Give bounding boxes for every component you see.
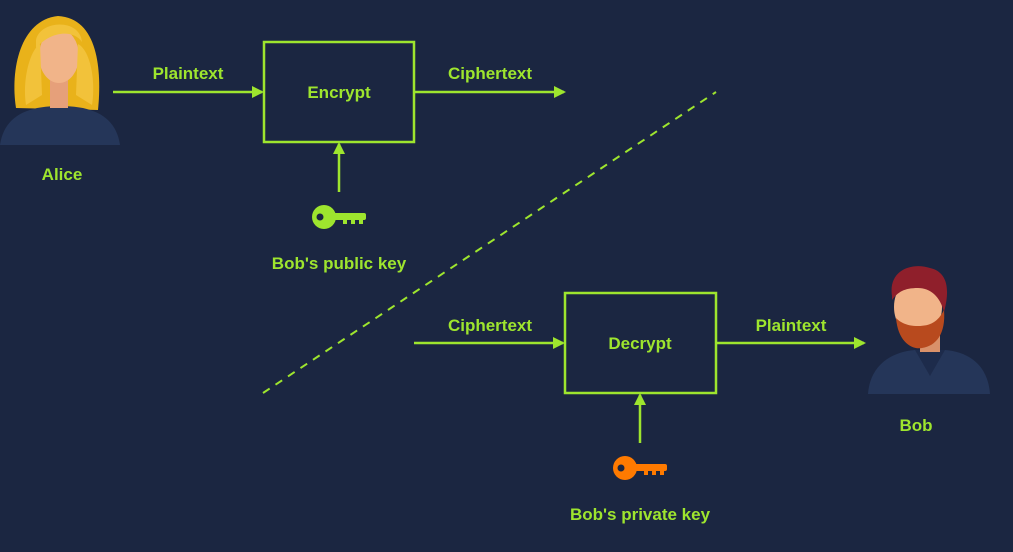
public-key-icon (312, 205, 366, 229)
channel-separator (262, 91, 717, 394)
public-key-label: Bob's public key (272, 254, 407, 273)
alice-avatar-icon (0, 16, 120, 145)
private-key-icon (613, 456, 667, 480)
private-key-label: Bob's private key (570, 505, 711, 524)
encrypt-box-label: Encrypt (307, 83, 371, 102)
encrypt-input-label: Plaintext (153, 64, 224, 83)
decrypt-box-label: Decrypt (608, 334, 672, 353)
decrypt-input-label: Ciphertext (448, 316, 532, 335)
encrypt-output-label: Ciphertext (448, 64, 532, 83)
bob-name: Bob (899, 416, 932, 435)
alice-name: Alice (42, 165, 83, 184)
bob-avatar-icon (868, 266, 990, 394)
decrypt-output-label: Plaintext (756, 316, 827, 335)
